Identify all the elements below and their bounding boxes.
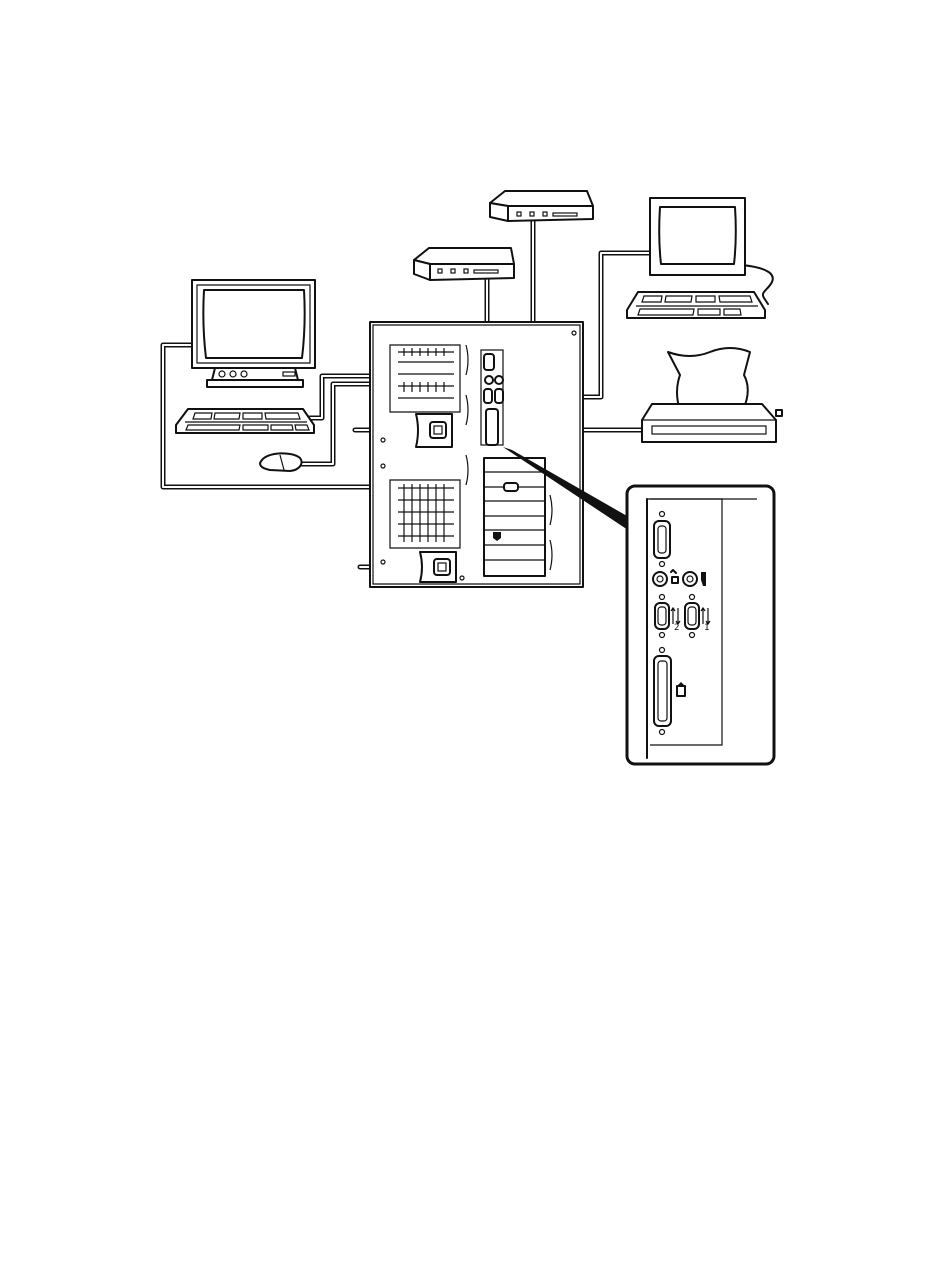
printer xyxy=(642,348,782,442)
modem-lower xyxy=(414,248,514,280)
modem-upper xyxy=(490,191,593,221)
keyboard-left xyxy=(176,409,314,433)
mouse xyxy=(260,453,301,471)
expansion-slots xyxy=(484,458,545,576)
terminal-right xyxy=(627,198,765,318)
system-unit xyxy=(370,322,634,587)
svg-text:1: 1 xyxy=(704,623,709,633)
monitor-left xyxy=(192,280,315,387)
svg-text:2: 2 xyxy=(674,623,679,633)
port-detail-inset: 2 1 xyxy=(627,486,774,764)
